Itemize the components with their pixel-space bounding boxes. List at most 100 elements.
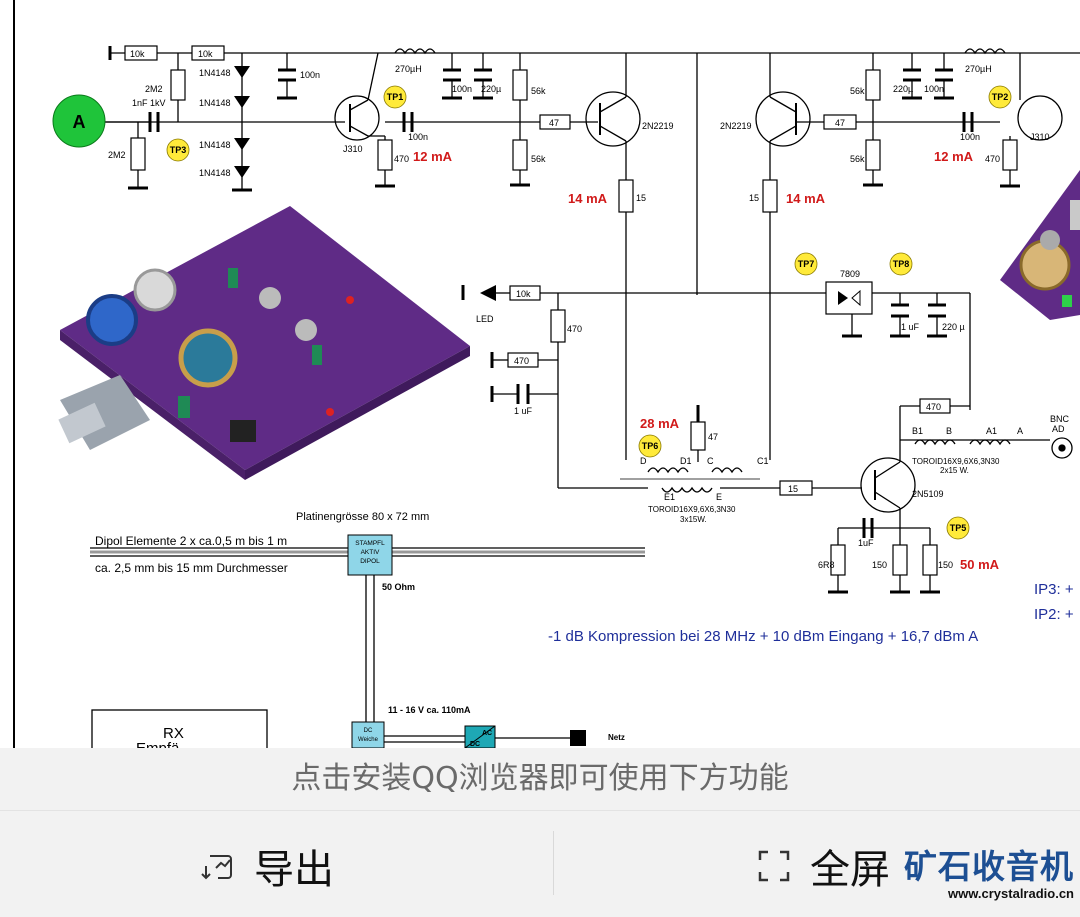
pcb-photo-right xyxy=(1000,170,1080,320)
r-15-label: 15 xyxy=(636,193,646,203)
stampfl-box-text: AKTIV xyxy=(361,549,380,556)
power-label: 11 - 16 V ca. 110mA xyxy=(388,705,471,715)
r-10k-label: 10k xyxy=(130,49,145,59)
toroid-spec: 2x15 W. xyxy=(940,466,969,475)
r-470-label: 470 xyxy=(567,324,582,334)
antenna-label: A xyxy=(73,112,86,132)
led-label: LED xyxy=(476,314,494,324)
ip3-text: IP3: + xyxy=(1034,581,1074,598)
diode-label: 1N4148 xyxy=(199,68,231,78)
pin-e1-label: E1 xyxy=(664,492,675,502)
pin-d1-label: D1 xyxy=(680,456,692,466)
r-470-label: 470 xyxy=(985,154,1000,164)
divider xyxy=(0,810,1080,811)
l-270uh-label: 270µH xyxy=(965,64,992,74)
c-1uf-label: 1 uF xyxy=(901,322,920,332)
bnc-label: BNC xyxy=(1050,414,1070,424)
diode-label: 1N4148 xyxy=(199,140,231,150)
c-220u-label: 220µ xyxy=(481,84,501,94)
tp6-label: TP6 xyxy=(642,441,659,451)
diode-label: 1N4148 xyxy=(199,98,231,108)
fullscreen-icon xyxy=(758,850,790,882)
fullscreen-button[interactable]: 全屏 xyxy=(756,836,890,896)
pin-a-label: A xyxy=(1017,426,1023,436)
c-100n-label: 100n xyxy=(924,84,944,94)
r-470-label: 470 xyxy=(926,402,941,412)
site-watermark: 矿石收音机 www.crystalradio.cn xyxy=(904,848,1074,902)
compression-text: -1 dB Kompression bei 28 MHz + 10 dBm Ei… xyxy=(548,628,978,645)
c-220u-label: 220 µ xyxy=(942,322,965,332)
board-size-label: Platinengrösse 80 x 72 mm xyxy=(296,511,429,523)
c-220u-label: 220µ xyxy=(893,84,913,94)
pin-b-label: B xyxy=(946,426,952,436)
l-270uh-label: 270µH xyxy=(395,64,422,74)
tp2-label: TP2 xyxy=(992,92,1009,102)
install-promo-text[interactable]: 点击安装QQ浏览器即可使用下方功能 xyxy=(291,761,789,796)
stampfl-box-text: STAMPFL xyxy=(355,540,385,547)
dipole-text: ca. 2,5 mm bis 15 mm Durchmesser xyxy=(95,561,288,575)
q-j310-label: J310 xyxy=(1030,132,1050,142)
watermark-title: 矿石收音机 xyxy=(904,847,1074,886)
c-100n-label: 100n xyxy=(408,132,428,142)
toroid-label: TOROID16X9,6X6,3N30 xyxy=(648,505,736,514)
tp1-label: TP1 xyxy=(387,92,404,102)
current-label: 12 mA xyxy=(934,149,974,164)
dipole-text: Dipol Elemente 2 x ca.0,5 m bis 1 m xyxy=(95,534,287,548)
r-56k-label: 56k xyxy=(850,86,865,96)
divider xyxy=(553,831,554,895)
q-2n2219-label: 2N2219 xyxy=(642,121,674,131)
export-label: 导出 xyxy=(254,847,334,893)
export-button[interactable]: 导出 xyxy=(200,836,334,896)
watermark-url: www.crystalradio.cn xyxy=(948,886,1074,901)
r-150-label: 150 xyxy=(938,560,953,570)
current-label: 28 mA xyxy=(640,416,680,431)
current-label: 14 mA xyxy=(786,191,826,206)
tp3-label: TP3 xyxy=(170,145,187,155)
stampfl-box-text: DIPOL xyxy=(360,558,380,565)
toroid-label: TOROID16X9,6X6,3N30 xyxy=(912,457,1000,466)
acdc-box-text: DC xyxy=(470,741,480,748)
pin-a1-label: A1 xyxy=(986,426,997,436)
r-10k-label: 10k xyxy=(198,49,213,59)
tp7-label: TP7 xyxy=(798,259,815,269)
current-label: 12 mA xyxy=(413,149,453,164)
pin-e-label: E xyxy=(716,492,722,502)
tp8-label: TP8 xyxy=(893,259,910,269)
r-10k-label: 10k xyxy=(516,289,531,299)
browser-bottom-panel: 点击安装QQ浏览器即可使用下方功能 导出 全屏 矿石收音机 www.crysta… xyxy=(0,748,1080,917)
ohm-label: 50 Ohm xyxy=(382,582,415,592)
toroid-spec: 3x15W. xyxy=(680,515,707,524)
export-icon xyxy=(201,855,232,880)
c-100n-label: 100n xyxy=(452,84,472,94)
netz-label: Netz xyxy=(608,733,625,742)
bnc-sub-label: AD xyxy=(1052,424,1065,434)
current-label: 14 mA xyxy=(568,191,608,206)
r-2m2-label: 2M2 xyxy=(145,84,163,94)
c-100n-label: 100n xyxy=(300,70,320,80)
dc-box-text: Weiche xyxy=(358,737,379,743)
current-label: 50 mA xyxy=(960,557,1000,572)
r-6r8-label: 6R8 xyxy=(818,560,835,570)
r-15-label: 15 xyxy=(749,193,759,203)
rx-box-text: RX xyxy=(163,725,184,742)
pcb-photo xyxy=(58,206,470,480)
diode-label: 1N4148 xyxy=(199,168,231,178)
pin-c-label: C xyxy=(707,456,714,466)
r-47-label: 47 xyxy=(708,432,718,442)
r-470-label: 470 xyxy=(514,356,529,366)
c-100n-label: 100n xyxy=(960,132,980,142)
r-47-label: 47 xyxy=(835,118,845,128)
r-15-label: 15 xyxy=(788,484,798,494)
r-2m2-label: 2M2 xyxy=(108,150,126,160)
r-150-label: 150 xyxy=(872,560,887,570)
r-47-label: 47 xyxy=(549,118,559,128)
q-j310-label: J310 xyxy=(343,144,363,154)
c-1nf-label: 1nF 1kV xyxy=(132,98,166,108)
ip2-text: IP2: + xyxy=(1034,606,1074,623)
pin-d-label: D xyxy=(640,456,647,466)
acdc-box-text: AC xyxy=(482,730,492,737)
q-2n2219-label: 2N2219 xyxy=(720,121,752,131)
dc-box-text: DC xyxy=(364,728,373,734)
fullscreen-label: 全屏 xyxy=(810,847,890,893)
